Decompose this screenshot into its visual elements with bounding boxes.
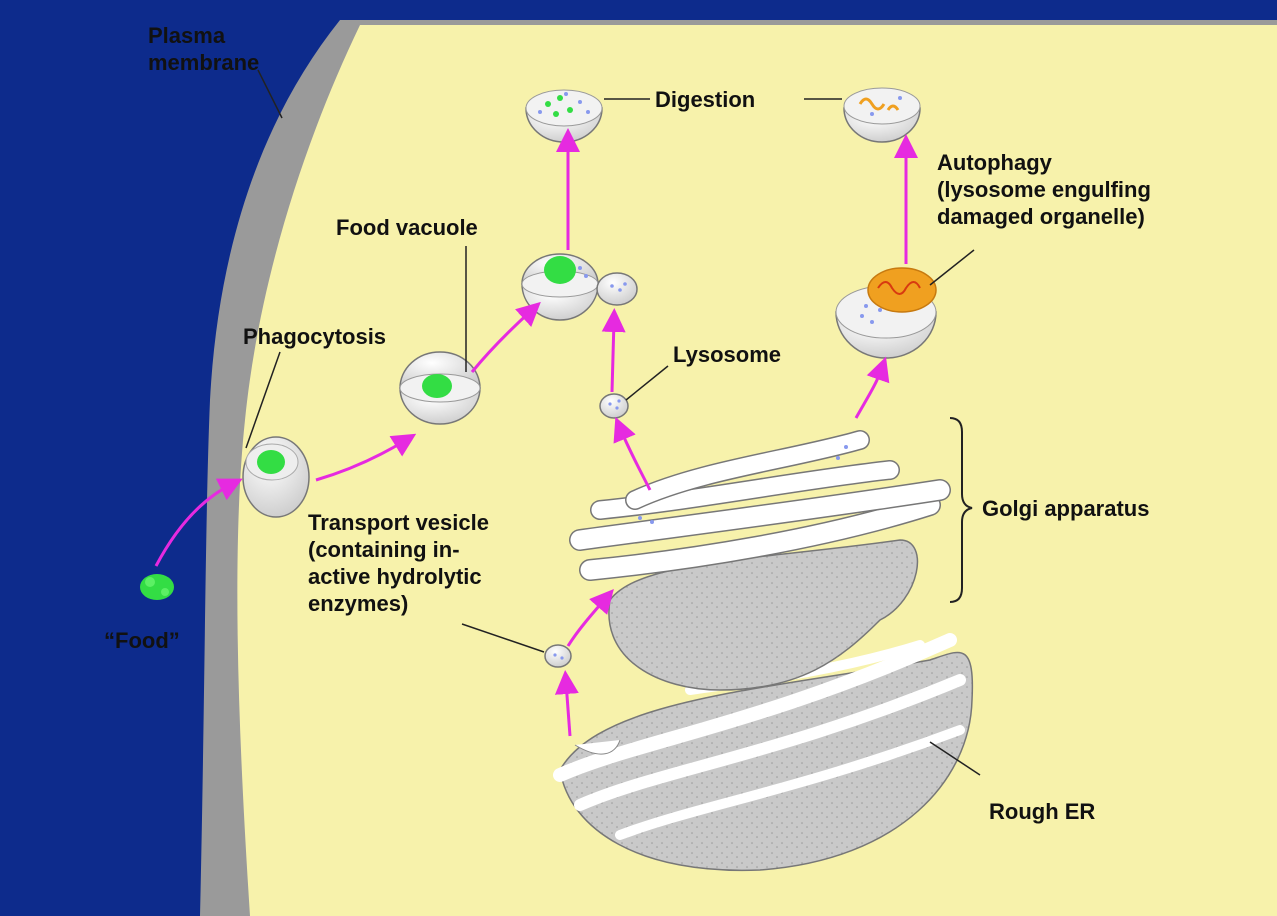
label-food-vacuole: Food vacuole (336, 214, 478, 241)
top-strip (0, 0, 1277, 18)
phagocytosis-vesicle (243, 437, 309, 517)
transport-vesicle (545, 645, 571, 667)
plasma-membrane-pointer (258, 70, 282, 118)
label-lysosome: Lysosome (673, 341, 781, 368)
food-particle (140, 574, 174, 600)
lysosome (600, 394, 628, 418)
food-vacuole-middle (400, 352, 480, 424)
label-phagocytosis: Phagocytosis (243, 323, 386, 350)
label-digestion: Digestion (655, 86, 755, 113)
label-transport-vesicle: Transport vesicle (containing in- active… (308, 509, 489, 617)
label-plasma-membrane: Plasma membrane (148, 22, 259, 76)
label-autophagy: Autophagy (lysosome engulfing damaged or… (937, 149, 1151, 230)
label-food: “Food” (104, 627, 180, 654)
arrow-lysosome-to-fusion (612, 320, 614, 392)
label-golgi-apparatus: Golgi apparatus (982, 495, 1149, 522)
label-rough-er: Rough ER (989, 798, 1095, 825)
